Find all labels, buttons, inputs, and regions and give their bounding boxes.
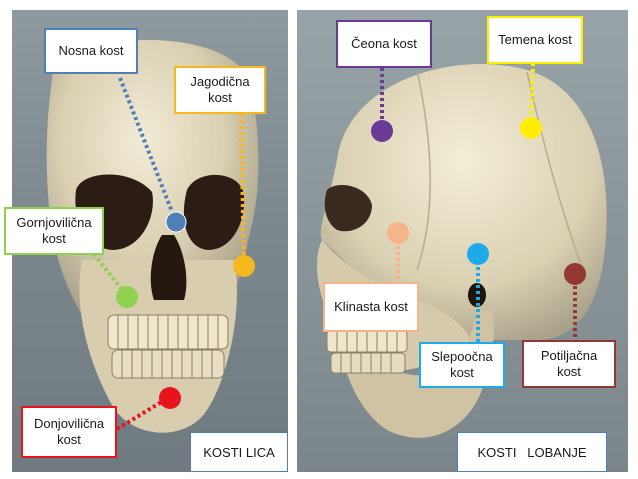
dot-temena [520,117,542,139]
connector-donjovilicna [110,396,170,434]
caption-kosti-lica: KOSTI LICA [190,432,288,472]
dot-klinasta [387,222,409,244]
dot-potiljacna [564,263,586,285]
dot-slepoocna [467,243,489,265]
label-nosna-kost: Nosna kost [44,28,138,74]
label-slepoocna-kost: Slepoočna kost [419,342,505,388]
label-potiljacna-kost: Potiljačna kost [522,340,616,388]
label-ceona-kost: Čeona kost [336,20,432,68]
label-klinasta-kost: Klinasta kost [323,282,419,332]
label-gornjovilicna-kost: Gornjovilična kost [4,207,104,255]
dot-jagodicna [233,255,255,277]
dot-ceona [371,120,393,142]
connector-temena [529,62,535,128]
caption-kosti-lobanje: KOSTI LOBANJE [457,432,607,472]
connector-nosna [118,77,178,223]
connector-jagodicna [239,113,246,265]
dot-gornjovilicna [116,286,138,308]
label-temena-kost: Temena kost [487,16,583,64]
dot-donjovilicna [159,387,181,409]
dot-nosna [165,211,187,233]
label-donjovilicna-kost: Donjovilična kost [21,406,117,458]
label-jagodicna-kost: Jagodična kost [174,66,266,114]
